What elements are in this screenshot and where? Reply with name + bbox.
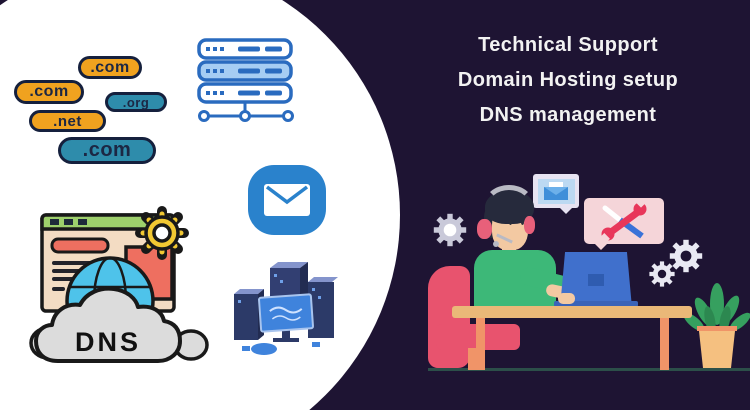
message-picture-tail (560, 208, 572, 220)
plant-icon (683, 283, 750, 368)
agent-eye (521, 220, 524, 225)
domain-badge-com-2: .com (14, 80, 84, 104)
floor-line (428, 368, 750, 371)
domain-badge-com-3: .com (58, 137, 156, 164)
tools-bubble-tail (594, 243, 608, 257)
chair-leg (468, 348, 477, 370)
domain-badge-net: .net (29, 110, 106, 132)
picture-envelope-glyph (544, 182, 568, 200)
domain-badge-org: .org (105, 92, 167, 112)
tools-glyph (599, 201, 647, 241)
laptop-base (554, 301, 638, 307)
agent-eye (509, 220, 512, 225)
dns-globe-cloud-art: DNS (29, 206, 209, 363)
gear-icon-left (433, 213, 467, 247)
gear-icon-right-small (649, 261, 675, 287)
domain-badge-com-1: .com (78, 56, 142, 79)
server-racks-icon (234, 262, 338, 355)
envelope-glyph (264, 184, 310, 216)
headset-band-icon (483, 185, 535, 229)
desk-leg-right (660, 318, 669, 370)
server-stack-icon (197, 38, 294, 122)
email-icon (248, 165, 326, 235)
title-line-3: DNS management (479, 104, 657, 126)
desk (452, 306, 692, 318)
gear-icon-right-large (669, 239, 703, 273)
headset-earcup-right (524, 216, 535, 234)
title-line-1: Technical Support (478, 34, 658, 56)
banner-title: Technical Support Domain Hosting setup D… (412, 28, 724, 133)
gear-icon (135, 206, 189, 260)
message-picture-icon (533, 174, 579, 208)
message-picture-inner (537, 178, 575, 204)
dns-cloud: DNS (29, 286, 209, 363)
title-line-2: Domain Hosting setup (457, 69, 679, 91)
agent-hand (558, 293, 575, 304)
dns-cloud-label: DNS (75, 327, 141, 357)
headset-mic-tip (493, 241, 499, 247)
headset-earcup-left (477, 219, 492, 239)
tools-bubble-icon (584, 198, 664, 244)
desk-leg-left (476, 318, 485, 370)
laptop-logo (588, 274, 604, 286)
